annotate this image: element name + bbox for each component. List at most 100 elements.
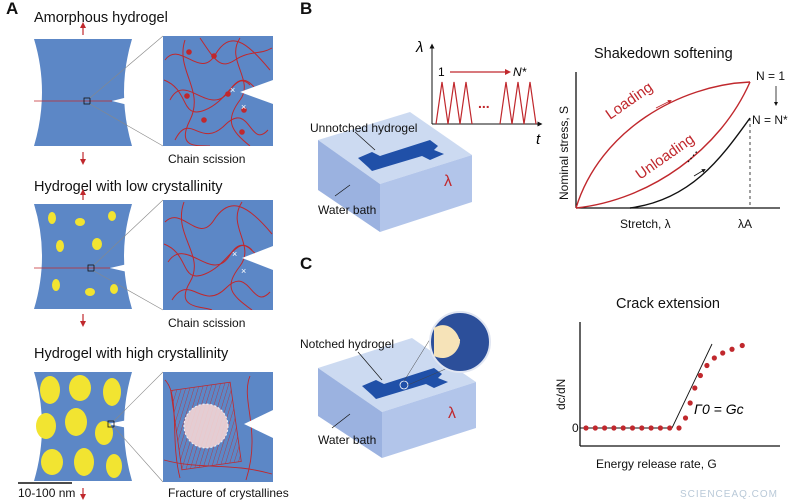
crack-data-point (657, 425, 664, 431)
loading-label: Loading (603, 79, 656, 124)
crack-data-point (639, 425, 645, 431)
notched-hydrogel-label: Notched hydrogel (300, 337, 394, 351)
amorphous-title: Amorphous hydrogel (34, 10, 168, 26)
inset-start-label: 1 (438, 65, 445, 79)
crack-data-point (711, 355, 717, 361)
high-crystallinity-notch (108, 419, 132, 429)
crack-data-point (676, 425, 682, 431)
inset-end-label: N* (513, 65, 527, 79)
steady-state-curve (629, 117, 751, 209)
panel-b-lambda-symbol: λ (444, 173, 452, 190)
crack-data-point (704, 362, 710, 369)
high-crystallinity-caption: Fracture of crystallines (168, 486, 289, 500)
notched-hydrogel-specimen (362, 368, 448, 399)
panel-b-letter: B (300, 0, 312, 18)
crack-data-point (697, 372, 703, 379)
threshold-label: Γ0 = Gc (694, 401, 744, 417)
inset-dots: ... (478, 95, 490, 111)
inset-y-label: λ (415, 39, 423, 56)
shakedown-xlabel: Stretch, λ (620, 217, 671, 231)
panel-b-water-bath-label: Water bath (318, 203, 376, 217)
unloading-curve (575, 81, 751, 209)
low-crystallinity-scission-mark-1: × (232, 249, 237, 259)
low-crystallinity-zoom-line-top (93, 199, 164, 266)
high-crystallinity-polymer-chains (163, 375, 273, 481)
crack-data-point (692, 385, 698, 391)
loading-arrow (655, 100, 672, 109)
notch-zoom-line-left (403, 335, 433, 382)
amorphous-scission-mark-2: × (241, 102, 246, 112)
low-crystallinity-zoom-line-bottom (93, 270, 164, 311)
scale-label: 10-100 nm (18, 486, 75, 500)
notch-crack-tip (437, 339, 461, 343)
unloading-arrow (693, 168, 706, 177)
crack-data-point (739, 342, 745, 349)
crack-data-point (602, 425, 608, 431)
n1-label: N = 1 (756, 69, 785, 83)
crack-extension-title: Crack extension (616, 296, 720, 312)
nstar-label: N = N* (752, 113, 788, 127)
crack-xlabel: Energy release rate, G (596, 457, 717, 471)
amorphous-crosslinks (184, 49, 247, 135)
shakedown-dotted-mark (687, 149, 699, 163)
panel-c-water-bath-leader (331, 413, 351, 429)
watermark: SCIENCEAQ.COM (680, 489, 778, 500)
high-crystallinity-crystallites (36, 375, 122, 478)
crack-ylabel: dc/dN (554, 379, 568, 410)
low-crystallinity-caption: Chain scission (168, 316, 245, 330)
amorphous-scission-mark-1: × (230, 85, 235, 95)
unnotched-hydrogel-leader (354, 131, 376, 151)
crack-data-point (729, 346, 735, 352)
low-crystallinity-zoom-box (87, 264, 95, 272)
high-crystallinity-zoom-line-bottom (113, 426, 164, 483)
panel-c-lambda-symbol: λ (448, 405, 456, 422)
low-crystallinity-crystallites (48, 211, 118, 296)
crack-data-point (592, 425, 598, 431)
inset-x-label: t (536, 131, 541, 148)
crack-data-point (611, 425, 617, 431)
amorphous-polymer-chains (163, 37, 273, 146)
panel-a-letter: A (6, 0, 18, 18)
crack-data-point (687, 400, 693, 406)
low-crystallinity-scission-mark-2: × (241, 266, 246, 276)
notched-hydrogel-leader (357, 351, 383, 381)
crack-zero-label: 0 (572, 421, 579, 435)
panel-c-letter: C (300, 254, 312, 273)
amorphous-caption: Chain scission (168, 152, 245, 166)
crack-data-point (620, 425, 626, 431)
unnotched-hydrogel-label: Unnotched hydrogel (310, 121, 417, 135)
low-crystallinity-zoom-notch (242, 246, 273, 270)
high-crystallinity-zoom-line-top (113, 371, 164, 422)
low-crystallinity-notch (110, 263, 132, 273)
panel-c-water-bath-label: Water bath (318, 433, 376, 447)
shakedown-ylabel: Nominal stress, S (557, 106, 571, 200)
amorphous-zoom-line-top (89, 35, 164, 99)
loading-curve (575, 81, 751, 209)
crack-data-point (583, 425, 589, 431)
shakedown-x-marker: λA (738, 217, 752, 231)
amorphous-gel-sample (34, 39, 132, 146)
amorphous-zoom-notch (240, 80, 273, 104)
high-crystallinity-zoom-notch (244, 410, 273, 438)
unloading-label: Unloading (633, 131, 698, 184)
low-crystallinity-polymer-chains (163, 201, 273, 310)
crack-data-point (629, 425, 636, 431)
amorphous-notch (112, 96, 132, 106)
amorphous-zoom-line-bottom (89, 103, 164, 147)
crack-tangent-line (671, 343, 713, 429)
crack-data-point (648, 425, 654, 431)
crystalline-fracture-zone (183, 403, 229, 449)
high-crystallinity-title: Hydrogel with high crystallinity (34, 346, 229, 362)
crack-extension-data-points (583, 342, 745, 431)
crack-data-point (667, 425, 673, 431)
high-crystallinity-zoom-box (107, 420, 115, 428)
panel-b-water-bath-leader (334, 184, 351, 197)
amorphous-zoom-box (83, 97, 91, 105)
shakedown-title: Shakedown softening (594, 46, 733, 62)
unnotched-hydrogel-specimen (358, 140, 444, 171)
crack-data-point (720, 350, 726, 356)
loading-protocol-inset (429, 43, 543, 127)
crack-data-point (682, 415, 689, 421)
low-crystallinity-title: Hydrogel with low crystallinity (34, 179, 223, 195)
